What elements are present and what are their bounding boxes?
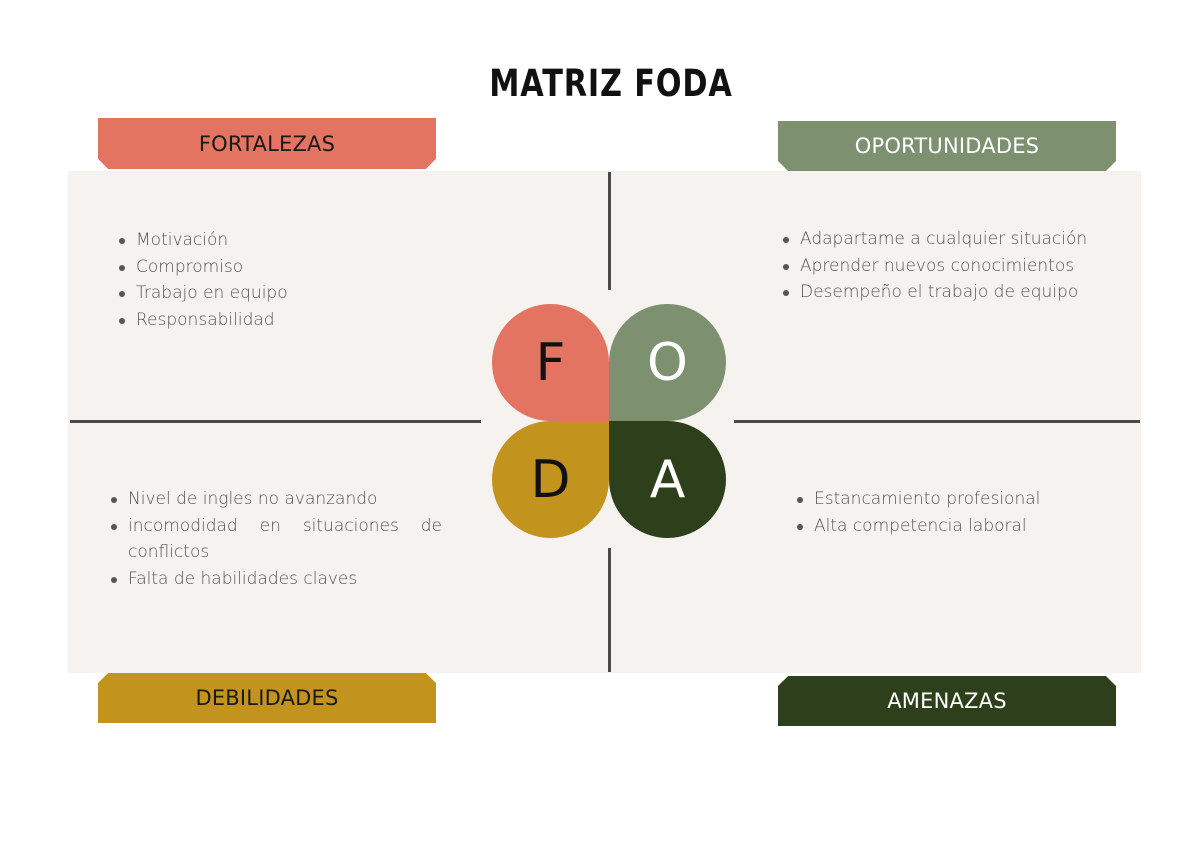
petal-a: A (609, 421, 726, 538)
debilidades-list: Nivel de ingles no avanzando incomodidad… (108, 486, 442, 592)
list-item: Trabajo en equipo (116, 280, 416, 307)
list-item: Desempeño el trabajo de equipo (780, 279, 1112, 306)
amenazas-list: Estancamiento profesional Alta competenc… (794, 486, 1114, 539)
divider-horizontal-right (734, 420, 1140, 423)
divider-vertical-top (608, 172, 611, 290)
list-item: Responsabilidad (116, 307, 416, 334)
list-item: Estancamiento profesional (794, 486, 1114, 513)
list-item: Alta competencia laboral (794, 513, 1114, 540)
list-item: Nivel de ingles no avanzando (108, 486, 442, 513)
oportunidades-label: OPORTUNIDADES (778, 121, 1116, 171)
list-item: Motivación (116, 227, 416, 254)
fortalezas-label: FORTALEZAS (98, 118, 436, 169)
divider-vertical-bottom (608, 548, 611, 672)
oportunidades-list: Adapartame a cualquier situación Aprende… (780, 226, 1112, 306)
divider-horizontal-left (70, 420, 481, 423)
list-item: Falta de habilidades claves (108, 566, 442, 593)
petal-f: F (492, 304, 609, 421)
list-item: Aprender nuevos conocimientos (780, 253, 1112, 280)
fortalezas-list: Motivación Compromiso Trabajo en equipo … (116, 227, 416, 333)
petal-d: D (492, 421, 609, 538)
amenazas-label: AMENAZAS (778, 676, 1116, 726)
page-title: MATRIZ FODA (489, 62, 733, 105)
list-item: Adapartame a cualquier situación (780, 226, 1112, 253)
petal-o: O (609, 304, 726, 421)
list-item: Compromiso (116, 254, 416, 281)
debilidades-label: DEBILIDADES (98, 673, 436, 723)
list-item: incomodidad en situaciones de conflictos (108, 513, 442, 566)
